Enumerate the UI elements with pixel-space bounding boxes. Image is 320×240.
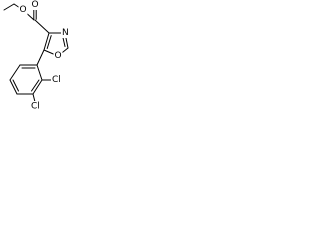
atom-bg-o-ring [53, 51, 63, 61]
bond-ph-inner-b [31, 79, 40, 92]
bond-ph-c4-c5 [9, 79, 18, 95]
bond-ph-c1-c2 [36, 64, 43, 81]
bond-ph-c2-c3 [32, 79, 43, 95]
bond-c5-c4 [43, 32, 50, 51]
bond-ph-c5-c6 [9, 64, 21, 81]
bond-c5-phenyl [36, 49, 45, 66]
atom-bg-o-ether [18, 5, 28, 15]
chemical-structure: O O N O Cl Cl [3, 0, 70, 112]
bond-ph-inner-c [12, 79, 19, 92]
atom-bg-o-carbonyl [30, 0, 40, 10]
atom-n-oxazole: N [62, 28, 69, 38]
atom-o-ether: O [20, 5, 27, 15]
atom-bg-n [61, 28, 70, 38]
atom-cl-bottom: Cl [31, 102, 40, 112]
atom-o-oxazole: O [55, 51, 62, 61]
bond-c5-c4-inner [46, 35, 52, 49]
atom-cl-top: Cl [52, 75, 61, 85]
atom-o-carbonyl: O [32, 0, 39, 10]
bond-ethyl-ch3-ch2 [3, 3, 15, 11]
bond-carbonyl-c-ring [34, 19, 50, 34]
atom-bg-cl-top [51, 74, 65, 86]
atom-bg-cl-bottom [30, 101, 44, 112]
